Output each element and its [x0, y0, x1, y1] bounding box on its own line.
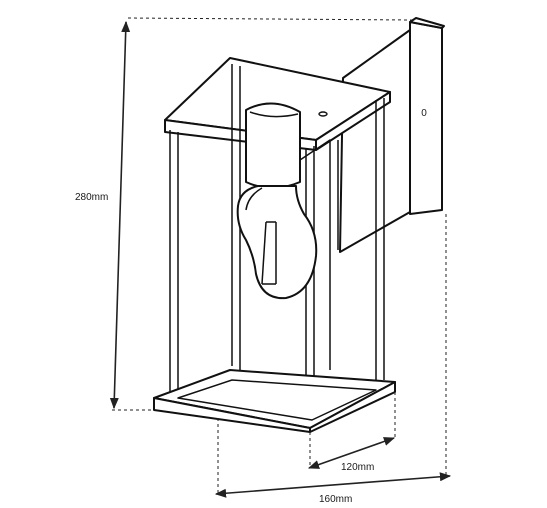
depth-label: 120mm	[341, 462, 374, 473]
lantern-base	[153, 369, 396, 433]
light-bulb	[236, 102, 318, 300]
dimension-guides	[109, 17, 452, 498]
width-label: 160mm	[319, 494, 352, 505]
bracket-mark: 0	[421, 108, 427, 119]
height-label: 280mm	[75, 192, 108, 203]
wall-bracket: 0	[339, 17, 445, 253]
